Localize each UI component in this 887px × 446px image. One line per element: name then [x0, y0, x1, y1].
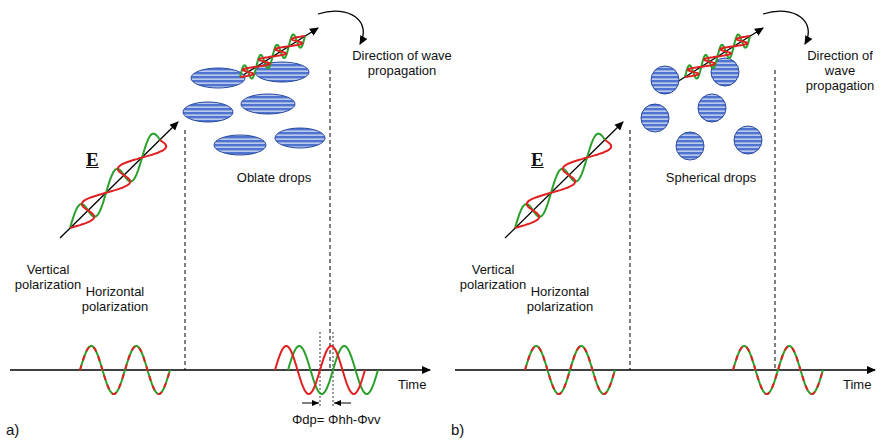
- vertical-wave: [70, 134, 160, 228]
- vertical-signal: [80, 346, 170, 394]
- vertical-wave: [240, 35, 305, 79]
- panel-a: [10, 11, 430, 408]
- axis-label: Time: [843, 377, 871, 392]
- region-label: Oblate drops: [226, 170, 322, 185]
- vertical-signal: [733, 346, 823, 394]
- panel-label: a): [6, 422, 19, 438]
- polarization-label: Vertical polarization: [451, 262, 535, 292]
- horizontal-signal: [80, 346, 170, 394]
- axis-label: Time: [398, 377, 426, 392]
- vertical-wave: [515, 134, 605, 228]
- horizontal-signal: [733, 346, 823, 394]
- horizontal-wave: [70, 140, 166, 228]
- polarization-label: Horizontal polarization: [72, 284, 158, 314]
- direction-label: Direction of wave propagation: [797, 48, 883, 93]
- panel-label: b): [451, 422, 464, 438]
- panel-b: [455, 11, 875, 370]
- direction-label: Direction of wave propagation: [352, 48, 452, 78]
- vertical-signal: [525, 346, 615, 394]
- region-label: Spherical drops: [656, 170, 766, 185]
- horizontal-signal: [525, 346, 615, 394]
- wave-traces: [70, 35, 823, 394]
- polarization-label: Horizontal polarization: [517, 284, 603, 314]
- field-symbol: E: [86, 150, 99, 170]
- phase-label: Φdp= Φhh-Φvv: [292, 412, 381, 427]
- horizontal-signal: [275, 346, 365, 394]
- horizontal-wave: [240, 36, 305, 77]
- polarization-label: Vertical polarization: [6, 262, 90, 292]
- vertical-wave: [685, 35, 750, 79]
- horizontal-wave: [515, 140, 611, 228]
- field-symbol: E: [531, 150, 544, 170]
- horizontal-wave: [685, 36, 750, 77]
